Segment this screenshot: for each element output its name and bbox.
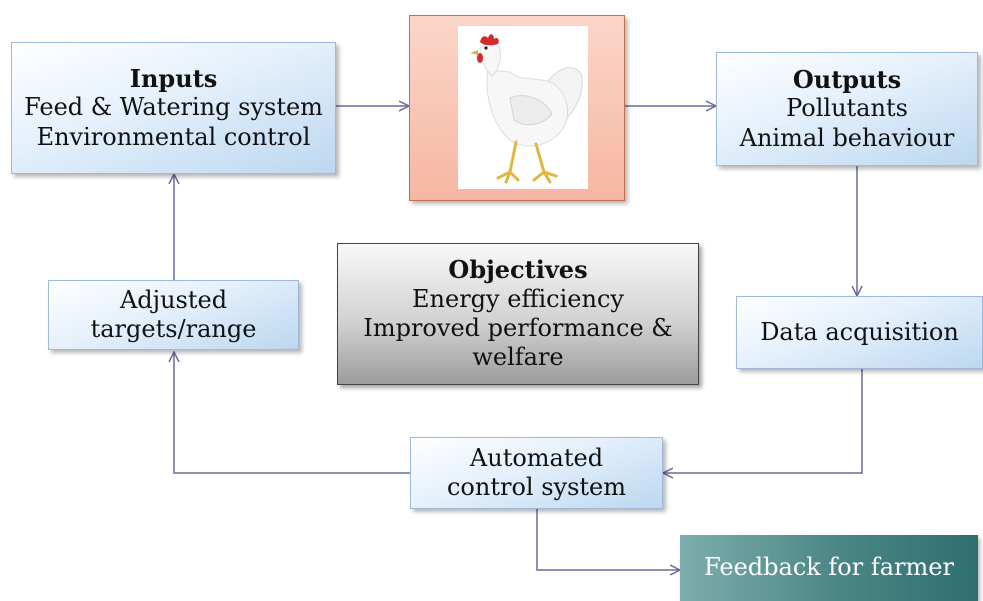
data-acquisition-label: Data acquisition	[760, 317, 959, 346]
white-chicken-icon	[470, 34, 583, 184]
inputs-line-1: Feed & Watering system	[24, 93, 323, 122]
outputs-line-1: Pollutants	[786, 94, 908, 123]
automated-line-1: Automated	[469, 443, 604, 472]
automated-line-2: control system	[446, 473, 626, 501]
objectives-line-2: Improved performance &	[363, 314, 673, 342]
arrow-automated-to-adjusted	[174, 352, 410, 474]
objectives-box: Objectives Energy efficiency Improved pe…	[337, 243, 699, 385]
inputs-title: Inputs	[129, 64, 218, 94]
objectives-title: Objectives	[448, 255, 588, 285]
outputs-box: Outputs Pollutants Animal behaviour	[716, 52, 978, 166]
chicken-box	[409, 15, 625, 201]
adjusted-line-1: Adjusted	[119, 285, 228, 314]
automated-control-box: Automated control system	[410, 437, 663, 509]
inputs-line-2: Environmental control	[36, 122, 311, 151]
feedback-label: Feedback for farmer	[704, 553, 954, 582]
outputs-line-2: Animal behaviour	[739, 123, 955, 152]
objectives-line-1: Energy efficiency	[412, 284, 624, 313]
feedback-box: Feedback for farmer	[680, 535, 978, 601]
arrow-automated-to-feedback	[536, 509, 680, 570]
adjusted-line-2: targets/range	[90, 315, 257, 343]
arrow-data-to-automated	[663, 369, 863, 473]
data-acquisition-box: Data acquisition	[736, 296, 983, 369]
adjusted-targets-box: Adjusted targets/range	[48, 280, 299, 350]
objectives-line-3: welfare	[472, 343, 564, 372]
inputs-box: Inputs Feed & Watering system Environmen…	[11, 42, 336, 174]
outputs-title: Outputs	[792, 65, 902, 95]
chicken-photo	[458, 26, 588, 189]
